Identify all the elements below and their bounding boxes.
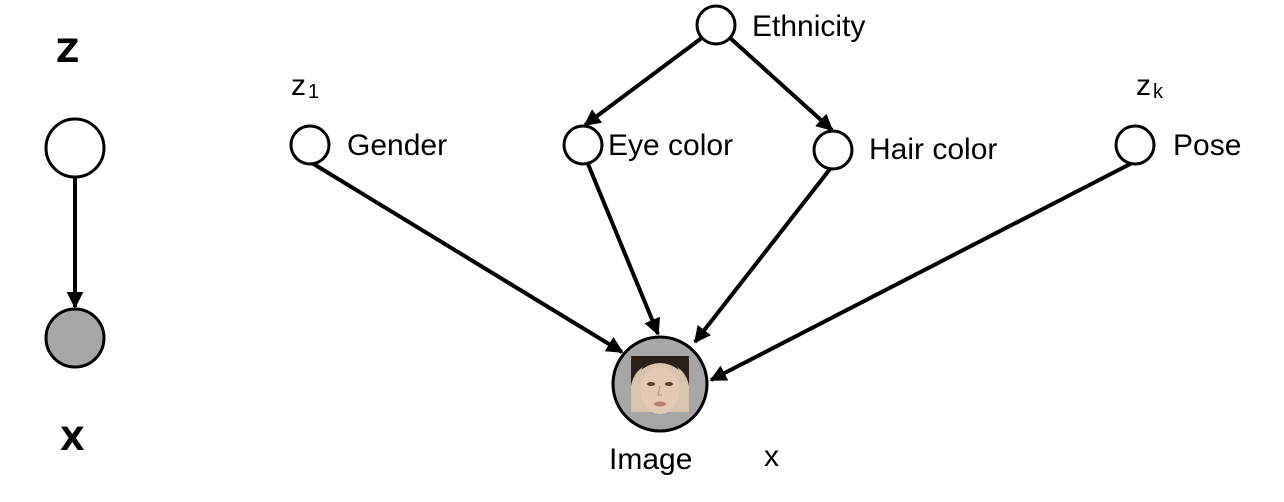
edge-hair-color-to-image: [693, 167, 832, 344]
edge-ethnicity-to-eye-color: [583, 35, 705, 127]
svg-text:z: z: [291, 69, 306, 102]
node-ethnicity: [695, 4, 737, 46]
node-pose: [1114, 124, 1156, 166]
label-image: Image: [609, 443, 692, 476]
observed-node-x: [44, 307, 106, 369]
label-image-variable: x: [764, 440, 779, 473]
node-eye-color: [562, 124, 604, 166]
node-hair-color: [812, 129, 854, 171]
svg-text:1: 1: [308, 81, 319, 103]
z1-label: z 1: [291, 69, 319, 103]
edge-ethnicity-to-hair-color: [727, 35, 834, 132]
label-eye-color: Eye color: [608, 129, 733, 162]
edge-pose-to-image: [709, 160, 1135, 382]
edge-gender-to-image: [310, 161, 624, 354]
label-ethnicity: Ethnicity: [752, 10, 865, 43]
latent-z-label: Z: [56, 32, 79, 70]
label-hair-color: Hair color: [869, 133, 997, 166]
zk-label: z k: [1136, 69, 1164, 103]
latent-node-z: [44, 117, 106, 179]
face-photo: [631, 356, 689, 414]
observed-x-label: X: [60, 420, 85, 458]
edge-eye-color-to-image: [586, 163, 661, 336]
label-pose: Pose: [1173, 129, 1241, 162]
node-gender: [289, 124, 331, 166]
svg-text:z: z: [1136, 69, 1151, 102]
svg-text:k: k: [1153, 81, 1164, 103]
label-gender: Gender: [347, 129, 447, 162]
